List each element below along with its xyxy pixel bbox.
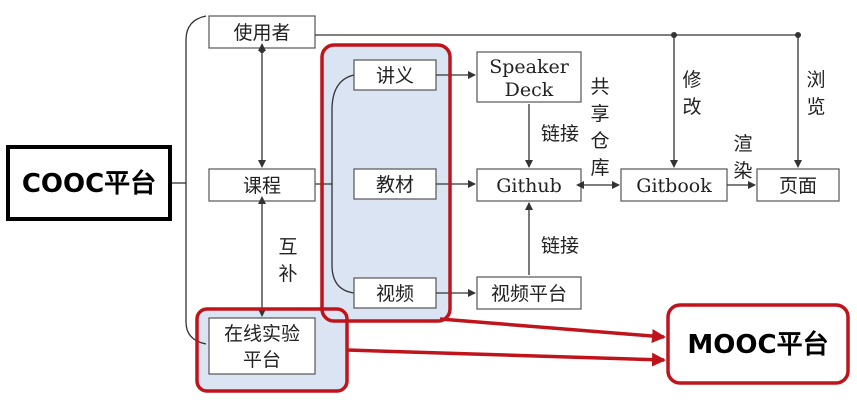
mooc-node: MOOC平台 <box>666 303 850 385</box>
lab-label-line2: 平台 <box>243 349 281 371</box>
modify-label-2: 改 <box>682 96 701 118</box>
lab-to-mooc-arrow <box>346 348 666 367</box>
mooc-label: MOOC平台 <box>687 329 828 360</box>
browse-label-2: 览 <box>806 96 825 118</box>
video-node: 视频 <box>353 277 437 309</box>
page-label: 页面 <box>779 175 817 197</box>
lecture-node: 讲义 <box>353 59 437 91</box>
speaker-deck-label-line2: Deck <box>505 79 554 101</box>
render-label-1: 渲 <box>733 133 752 155</box>
course-label: 课程 <box>243 175 281 197</box>
link-label-top: 链接 <box>541 123 579 145</box>
cooc-node: COOC平台 <box>6 145 172 221</box>
textbook-label: 教材 <box>376 174 414 196</box>
video-label: 视频 <box>376 283 414 305</box>
share-repo-label-4: 库 <box>590 157 609 179</box>
share-repo-label-3: 仓 <box>590 130 609 152</box>
github-label: Github <box>496 175 562 197</box>
cooc-label: COOC平台 <box>22 168 156 199</box>
video-platform-node: 视频平台 <box>476 276 582 310</box>
cooc-brace <box>185 15 207 345</box>
gitbook-label: Gitbook <box>636 175 712 197</box>
github-node: Github <box>476 168 582 202</box>
user-course-dot <box>259 47 265 53</box>
speaker-deck-label-line1: Speaker <box>489 56 570 78</box>
lecture-label: 讲义 <box>376 65 414 87</box>
resource-brace <box>331 74 355 294</box>
user-node: 使用者 <box>208 15 316 49</box>
modify-label-1: 修 <box>682 69 701 91</box>
video-platform-label: 视频平台 <box>491 283 567 305</box>
resources-to-mooc-arrow <box>439 317 666 344</box>
lab-node: 在线实验 平台 <box>208 317 316 375</box>
gitbook-node: Gitbook <box>620 168 728 202</box>
resource-group-outline <box>320 43 452 323</box>
render-label-2: 染 <box>733 160 752 182</box>
speaker-deck-node: Speaker Deck <box>476 51 582 103</box>
lab-label-line1: 在线实验 <box>224 323 300 345</box>
share-repo-label-2: 享 <box>590 103 609 125</box>
textbook-node: 教材 <box>353 168 437 200</box>
complement-label-2: 补 <box>278 263 297 285</box>
course-node: 课程 <box>208 168 316 202</box>
page-node: 页面 <box>756 168 840 202</box>
user-label: 使用者 <box>233 22 290 44</box>
complement-label-1: 互 <box>278 236 297 258</box>
share-repo-label-1: 共 <box>590 76 609 98</box>
browse-label-1: 浏 <box>806 69 825 91</box>
link-label-bottom: 链接 <box>541 235 579 257</box>
